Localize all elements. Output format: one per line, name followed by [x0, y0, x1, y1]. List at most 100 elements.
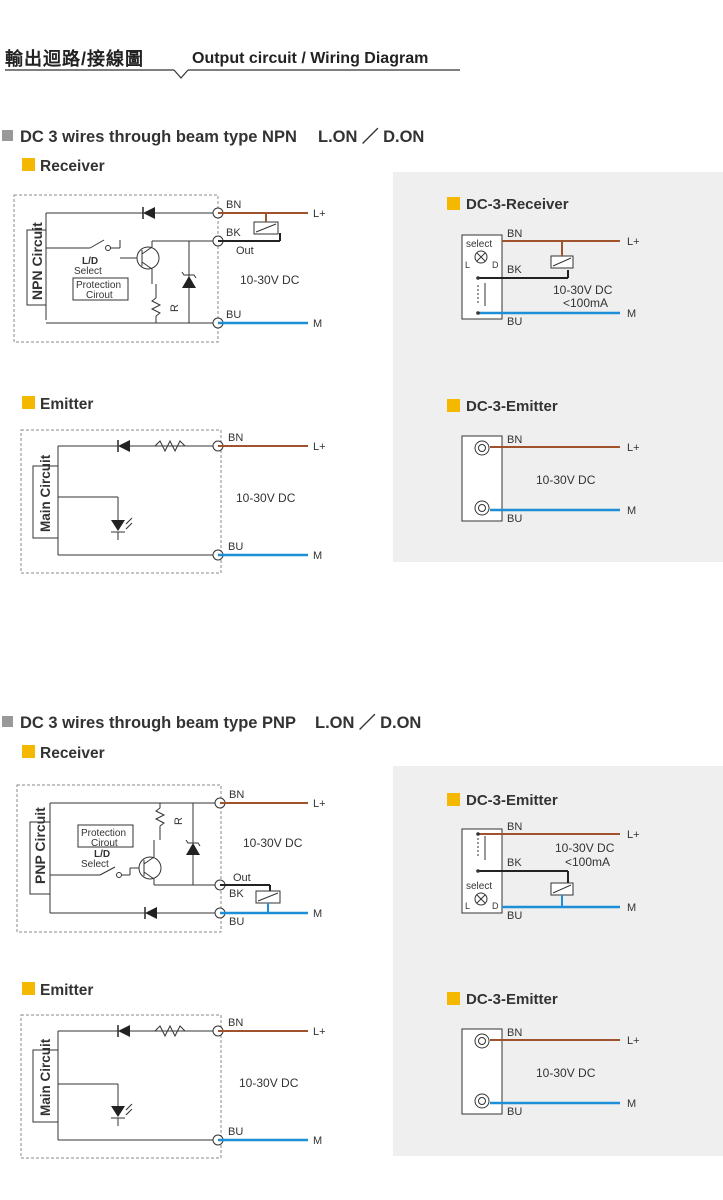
header-underline — [5, 69, 460, 79]
pnp-right-em-bullet — [447, 992, 460, 1005]
pnp-receiver-label: Receiver — [40, 745, 105, 762]
pnp-emitter-wiring — [218, 1030, 308, 1142]
npn-right-em-bn: BN — [507, 434, 522, 446]
npn-right-rx-bullet — [447, 197, 460, 210]
pnp-right-panel — [393, 766, 723, 1156]
npn-em-bn: BN — [228, 432, 243, 444]
pnp-right-rx-title: DC-3-Emitter — [466, 792, 558, 809]
pnp-right-em-title: DC-3-Emitter — [466, 991, 558, 1008]
npn-receiver-bullet — [22, 158, 35, 171]
npn-right-em-lplus: L+ — [627, 442, 640, 454]
npn-right-rx-voltage: 10-30V DC — [553, 283, 613, 297]
pnp-r-label: R — [173, 817, 185, 825]
npn-rx-m: M — [313, 318, 322, 330]
pnp-right-rx-bullet — [447, 793, 460, 806]
npn-receiver-circuit — [13, 194, 224, 343]
npn-right-rx-bu: BU — [507, 316, 522, 328]
pnp-select-label: Select — [81, 859, 109, 870]
npn-right-rx-select: select — [466, 239, 492, 250]
npn-right-em-m: M — [627, 505, 636, 517]
pnp-circuit-label: PNP Circuit — [32, 807, 48, 884]
pnp-rx-bk: BK — [229, 888, 244, 900]
npn-section-title: DC 3 wires through beam type NPN — [20, 128, 297, 146]
npn-rx-bu: BU — [226, 309, 241, 321]
pnp-right-em-bn: BN — [507, 1027, 522, 1039]
npn-rx-voltage: 10-30V DC — [240, 273, 300, 287]
npn-right-panel — [393, 172, 723, 562]
npn-cirout-label: Cirout — [86, 290, 113, 301]
pnp-right-rx-l: L — [465, 901, 470, 911]
npn-receiver-label: Receiver — [40, 158, 105, 175]
npn-right-rx-title: DC-3-Receiver — [466, 196, 569, 213]
npn-section-bullet — [2, 130, 13, 141]
npn-emitter-label: Emitter — [40, 396, 93, 413]
page-title-zh: 輸出迴路/接線圖 — [5, 49, 145, 69]
npn-rx-bk: BK — [226, 227, 241, 239]
pnp-rx-m: M — [313, 908, 322, 920]
pnp-rx-bu: BU — [229, 916, 244, 928]
pnp-section-bullet — [2, 716, 13, 727]
npn-em-m: M — [313, 550, 322, 562]
pnp-right-rx-bn: BN — [507, 821, 522, 833]
pnp-right-rx-select: select — [466, 881, 492, 892]
npn-emitter-wiring — [218, 445, 308, 557]
pnp-em-bu: BU — [228, 1126, 243, 1138]
pnp-right-rx-d: D — [492, 901, 499, 911]
pnp-rx-voltage: 10-30V DC — [243, 836, 303, 850]
pnp-main-circuit-label: Main Circuit — [38, 1038, 53, 1116]
npn-right-em-diagram — [461, 435, 620, 522]
pnp-right-em-lplus: L+ — [627, 1035, 640, 1047]
pnp-receiver-bullet — [22, 745, 35, 758]
pnp-right-em-voltage: 10-30V DC — [536, 1066, 596, 1080]
pnp-protection-label: Protection — [81, 828, 126, 839]
npn-right-rx-m: M — [627, 308, 636, 320]
pnp-rx-lplus: L+ — [313, 798, 326, 810]
npn-ld-label: L/D — [82, 256, 98, 267]
pnp-right-em-bu: BU — [507, 1106, 522, 1118]
pnp-right-rx-current: <100mA — [565, 855, 610, 869]
npn-emitter-circuit — [20, 429, 224, 574]
npn-main-circuit-label: Main Circuit — [38, 454, 53, 532]
pnp-em-lplus: L+ — [313, 1026, 326, 1038]
npn-circuit-label: NPN Circuit — [29, 222, 45, 300]
npn-right-rx-diagram — [461, 234, 620, 320]
page-title-en: Output circuit / Wiring Diagram — [192, 50, 429, 67]
npn-rx-out: Out — [236, 245, 254, 257]
pnp-ld-label: L/D — [94, 849, 110, 860]
npn-r-label: R — [169, 304, 181, 312]
pnp-rx-bn: BN — [229, 789, 244, 801]
npn-right-em-bu: BU — [507, 513, 522, 525]
pnp-right-rx-voltage: 10-30V DC — [555, 841, 615, 855]
pnp-right-rx-bu: BU — [507, 910, 522, 922]
npn-rx-bn: BN — [226, 199, 241, 211]
npn-em-lplus: L+ — [313, 441, 326, 453]
pnp-right-rx-m: M — [627, 902, 636, 914]
pnp-right-em-diagram — [461, 1028, 620, 1115]
pnp-right-rx-diagram — [461, 828, 620, 914]
npn-em-bu: BU — [228, 541, 243, 553]
npn-em-voltage: 10-30V DC — [236, 491, 296, 505]
pnp-right-em-m: M — [627, 1098, 636, 1110]
pnp-emitter-bullet — [22, 982, 35, 995]
npn-right-rx-lplus: L+ — [627, 236, 640, 248]
npn-right-em-bullet — [447, 399, 460, 412]
npn-rx-lplus: L+ — [313, 208, 326, 220]
pnp-cirout-label: Cirout — [91, 838, 118, 849]
pnp-receiver-circuit — [16, 784, 226, 933]
npn-protection-label: Protection — [76, 280, 121, 291]
npn-section-mode: L.ON ／ D.ON — [318, 127, 424, 146]
npn-right-em-voltage: 10-30V DC — [536, 473, 596, 487]
npn-right-rx-bn: BN — [507, 228, 522, 240]
npn-right-rx-l: L — [465, 260, 470, 270]
pnp-em-m: M — [313, 1135, 322, 1147]
pnp-em-voltage: 10-30V DC — [239, 1076, 299, 1090]
pnp-section-title: DC 3 wires through beam type PNP — [20, 714, 296, 732]
pnp-receiver-wiring — [220, 802, 308, 915]
pnp-right-rx-lplus: L+ — [627, 829, 640, 841]
pnp-emitter-label: Emitter — [40, 982, 93, 999]
npn-receiver-wiring — [218, 212, 308, 325]
pnp-em-bn: BN — [228, 1017, 243, 1029]
pnp-section-mode: L.ON ／ D.ON — [315, 713, 421, 732]
pnp-right-rx-bk: BK — [507, 857, 522, 869]
